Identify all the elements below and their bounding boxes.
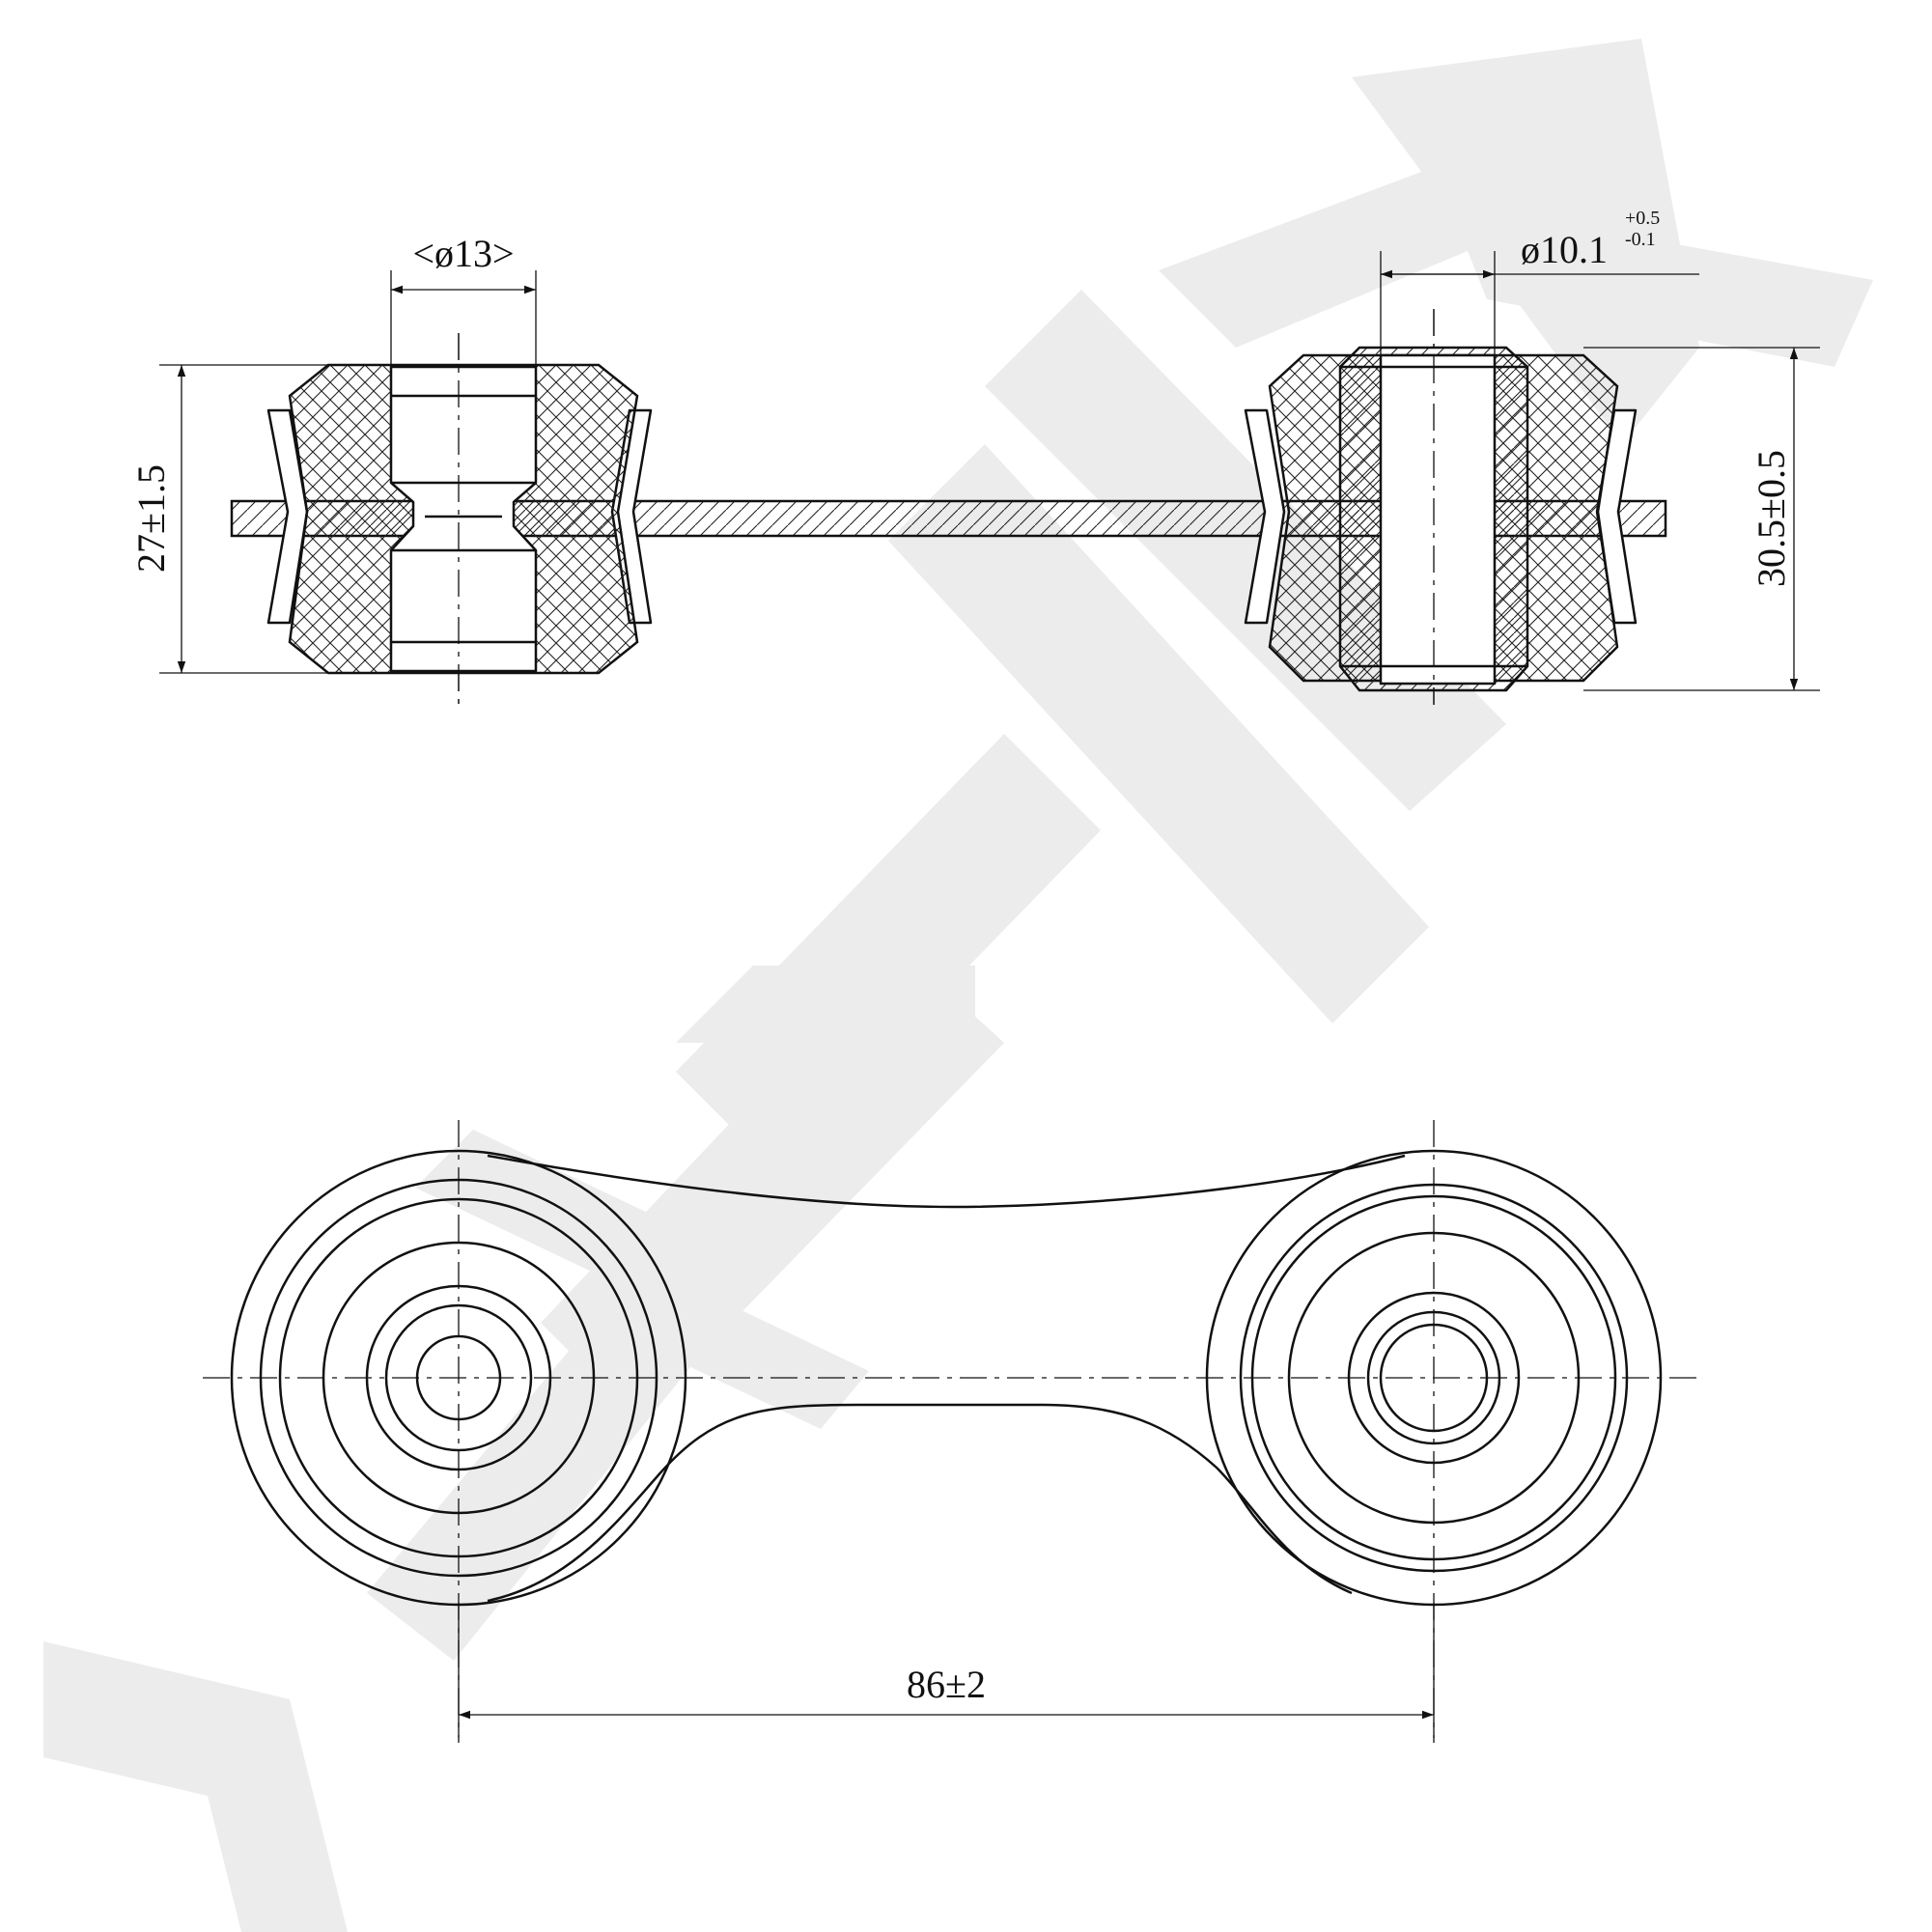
dim-label-inner-dia-left: <ø13> [412,232,514,275]
plan-view: 86±2 [203,1120,1699,1743]
dim-center-distance: 86±2 [458,1603,1435,1743]
dim-inner-dia-left: <ø13> [390,232,537,367]
dim-height-right: 30.5±0.5 [1583,347,1820,691]
dim-tol-lower: -0.1 [1625,229,1656,250]
dim-tol-upper: +0.5 [1625,208,1660,229]
left-washer-left [266,408,309,625]
dim-label-height-left: 27±1.5 [129,464,173,573]
dim-label-height-right: 30.5±0.5 [1750,450,1793,587]
left-bore [389,365,538,673]
dim-inner-dia-right: ø10.1 +0.5 -0.1 [1380,208,1699,355]
dim-height-left: 27±1.5 [129,364,328,674]
left-bushing [266,333,653,705]
watermark-logo [43,39,1873,1932]
dim-label-inner-dia-right: ø10.1 [1521,228,1608,271]
section-view: <ø13> ø10.1 +0.5 -0.1 27±1.5 30.5±0.5 [129,208,1820,705]
right-bushing [1244,309,1638,705]
right-washer-left [1244,408,1286,625]
right-bore [1379,353,1497,686]
dim-label-center-distance: 86±2 [907,1663,986,1706]
link-body-outline [487,1154,1406,1603]
right-bushing-plan [1205,1149,1663,1607]
